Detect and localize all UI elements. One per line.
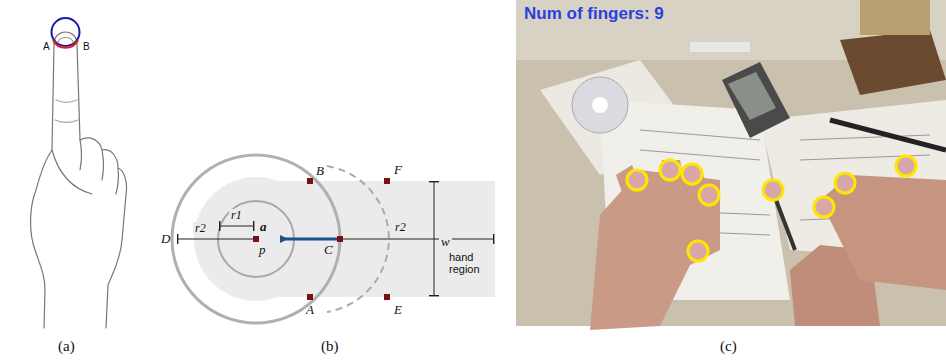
point-label: D <box>161 232 170 246</box>
region-label: hand region <box>449 251 493 275</box>
point-label: B <box>316 164 324 178</box>
photo <box>516 0 946 330</box>
fingertip-circle <box>52 18 80 46</box>
fingertip-markers <box>627 156 916 261</box>
outer-circle <box>172 155 340 323</box>
dimension-label: w <box>439 235 452 249</box>
point-label: A <box>306 303 314 317</box>
points <box>253 178 390 300</box>
r2-dimension <box>342 239 494 240</box>
direction-arrow <box>282 238 338 241</box>
point-label: p <box>259 243 266 257</box>
vector-label: a⃗ <box>260 220 277 234</box>
r2-dimension <box>178 239 254 240</box>
overlay-text: Num of fingers: 9 <box>522 5 666 24</box>
dimension-label: r2 <box>393 221 408 234</box>
point-label: E <box>394 303 402 317</box>
panel-caption: (a) <box>58 338 75 355</box>
panel-caption: (c) <box>720 338 737 355</box>
arc-ab <box>53 40 78 48</box>
r1-dimension <box>220 226 254 227</box>
width-dimension <box>434 182 435 296</box>
point-label: F <box>394 163 402 177</box>
panel-caption: (b) <box>321 338 339 355</box>
hand-sketch <box>31 32 127 328</box>
dimension-label: r1 <box>229 209 244 222</box>
dimension-label: r2 <box>193 222 208 235</box>
point-label: B <box>83 41 90 52</box>
point-label: C <box>324 243 333 257</box>
point-label: A <box>43 41 50 52</box>
